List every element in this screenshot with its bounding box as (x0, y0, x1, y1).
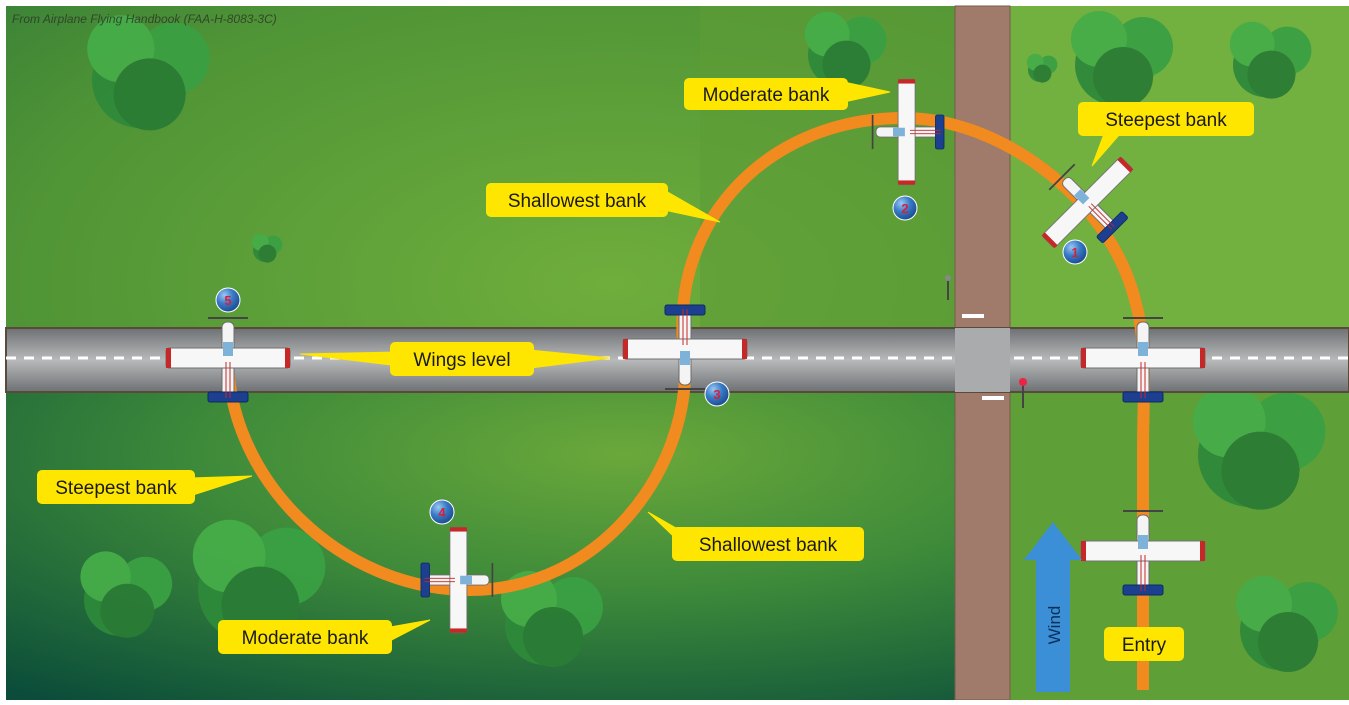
svg-text:3: 3 (713, 387, 720, 402)
callout-text: Moderate bank (242, 628, 369, 649)
callout-moderate-bank-bottom: Moderate bank (218, 620, 392, 654)
marker-3: 3 (704, 381, 730, 407)
marker-1: 1 (1062, 239, 1088, 265)
source-credit: From Airplane Flying Handbook (FAA-H-808… (12, 12, 277, 26)
callout-text: Shallowest bank (508, 191, 647, 212)
callout-wings-level: Wings level (390, 342, 534, 376)
callout-text: Steepest bank (1105, 110, 1227, 131)
callout-steepest-bank-right: Steepest bank (1078, 102, 1254, 136)
svg-text:5: 5 (224, 293, 231, 308)
callout-text: Entry (1122, 635, 1167, 656)
svg-text:4: 4 (438, 505, 446, 520)
callout-moderate-bank-top: Moderate bank (684, 78, 848, 110)
callout-steepest-bank-left: Steepest bank (37, 470, 195, 504)
callout-text: Steepest bank (55, 478, 177, 499)
position-markers: 1 2 3 4 5 (215, 195, 1088, 525)
svg-text:2: 2 (901, 201, 908, 216)
callout-text: Shallowest bank (699, 535, 838, 556)
callout-entry: Entry (1104, 627, 1184, 661)
callout-text: Moderate bank (703, 85, 830, 106)
callout-shallowest-bank-top: Shallowest bank (486, 183, 668, 217)
wind-arrow: Wind (1024, 522, 1082, 692)
svg-text:1: 1 (1071, 245, 1078, 260)
marker-2: 2 (892, 195, 918, 221)
marker-5: 5 (215, 287, 241, 313)
wind-label: Wind (1045, 606, 1064, 645)
callout-shallowest-bank-bottom: Shallowest bank (672, 527, 864, 561)
marker-4: 4 (429, 499, 455, 525)
callouts: Moderate bank Steepest bank Shallowest b… (37, 78, 1254, 661)
callout-text: Wings level (413, 350, 510, 371)
